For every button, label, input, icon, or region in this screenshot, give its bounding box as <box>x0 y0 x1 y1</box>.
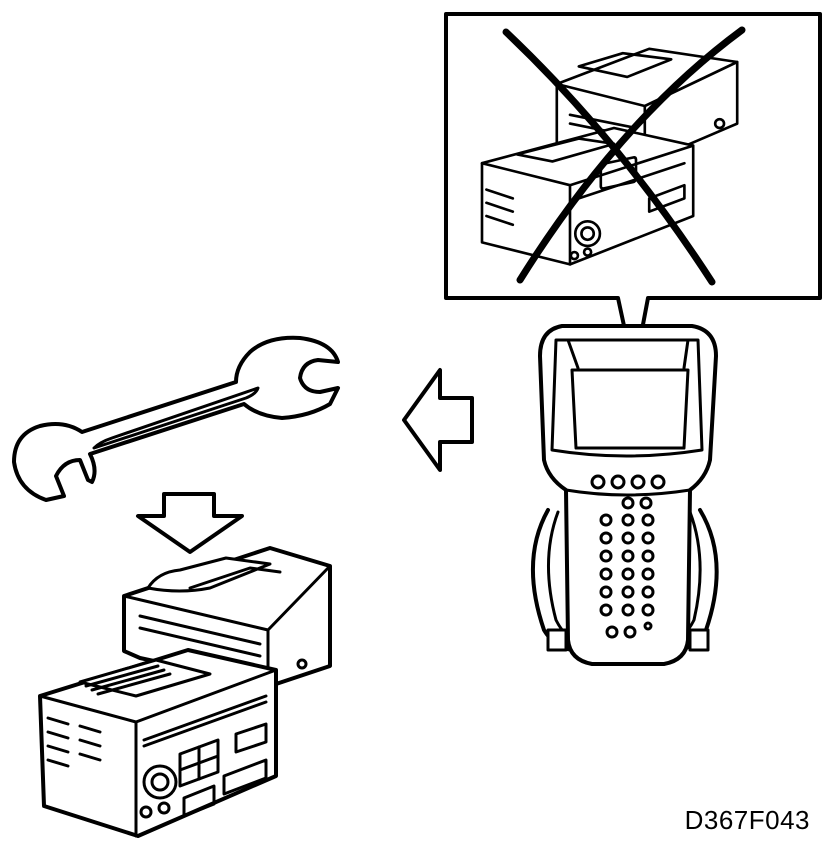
radio-cd-unit-icon <box>38 546 332 838</box>
handheld-scan-tool-icon <box>531 324 719 666</box>
open-end-wrench-icon <box>12 335 340 502</box>
radio-cd-unit-icon-callout <box>480 47 739 266</box>
x-cross-icon <box>502 26 746 286</box>
figure-code: D367F043 <box>684 805 810 835</box>
arrow-down-icon <box>136 492 244 554</box>
arrow-left-icon <box>402 368 474 472</box>
